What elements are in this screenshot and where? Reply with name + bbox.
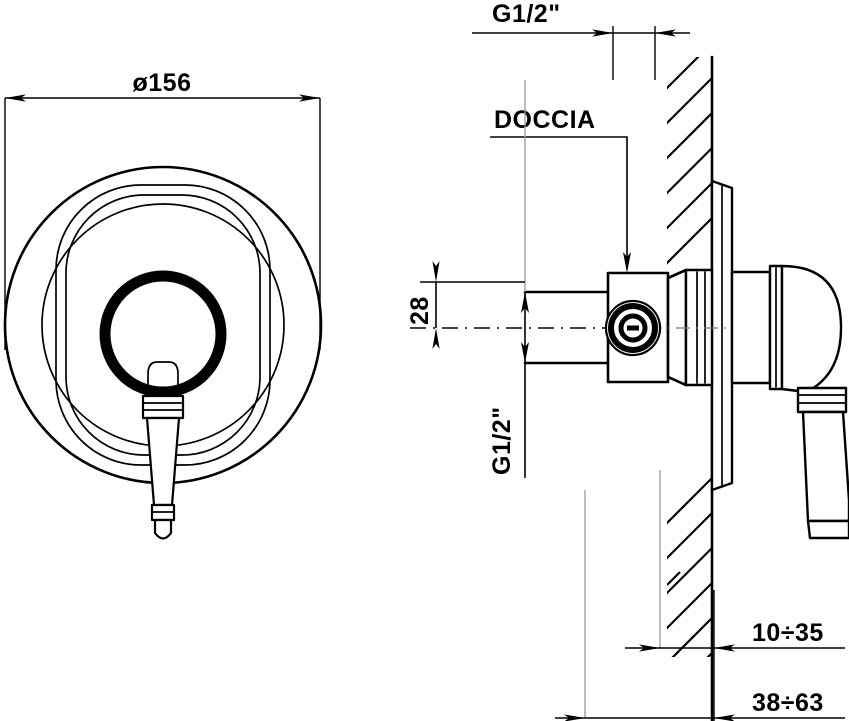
handle-collar	[141, 394, 185, 420]
escutcheon-plate-profile	[710, 179, 734, 492]
dome-cap	[780, 264, 843, 394]
label-shower-outlet: DOCCIA	[490, 106, 631, 273]
arrow-28-down	[432, 328, 440, 349]
handle-tip-collar-side	[806, 519, 849, 540]
arrow-right	[299, 94, 320, 102]
label-text-g12-top: G1/2"	[492, 0, 561, 28]
dimension-diameter-156: ø156	[4, 69, 321, 350]
lever-handle-side[interactable]	[796, 386, 849, 540]
handle-body	[145, 416, 181, 507]
arrow-top-right	[655, 29, 676, 37]
arrow-g12-down	[521, 292, 529, 313]
arrow-3863-right	[714, 714, 735, 721]
arrow-doccia	[623, 252, 631, 273]
handle-stem	[147, 361, 179, 397]
dimension-label-38-63: 38÷63	[752, 689, 824, 717]
front-view: ø156	[3, 69, 323, 540]
leader-line-doccia	[490, 136, 628, 268]
label-text-doccia: DOCCIA	[494, 106, 596, 134]
handle-tip	[153, 518, 173, 540]
arrow-1035-left	[639, 644, 660, 652]
dimension-offset-28: 28	[406, 261, 525, 349]
dimension-total-depth: 38÷63	[555, 490, 845, 721]
label-inlet-thread-bottom: G1/2"	[488, 80, 529, 478]
arrow-3863-left	[564, 714, 585, 721]
wall-hatching	[667, 57, 713, 657]
label-text-g12-bottom: G1/2"	[488, 406, 516, 475]
arrow-1035-right	[714, 644, 735, 652]
section-view: G1/2" DOCCIA G1/2" 28	[406, 0, 849, 721]
lever-handle-front[interactable]	[141, 361, 185, 540]
dimension-label-10-35: 10÷35	[752, 619, 824, 647]
dimension-label-diameter-156: ø156	[133, 69, 192, 97]
arrow-28-up	[432, 261, 440, 282]
dimension-wall-depth: 10÷35	[625, 470, 845, 721]
stem-sleeve	[730, 270, 772, 385]
arrow-top-left	[592, 29, 613, 37]
handle-body-side	[801, 410, 849, 523]
control-ring[interactable]	[99, 270, 227, 398]
inlet-pipe	[410, 290, 620, 365]
port-screw	[604, 299, 662, 357]
stem-and-dome	[730, 264, 843, 394]
arrow-g12-up	[521, 342, 529, 363]
handle-collar-side	[796, 386, 848, 414]
arrow-left	[5, 94, 26, 102]
dimension-label-28: 28	[406, 296, 434, 325]
label-inlet-thread-top: G1/2"	[472, 0, 690, 80]
screw-slot	[627, 325, 639, 331]
